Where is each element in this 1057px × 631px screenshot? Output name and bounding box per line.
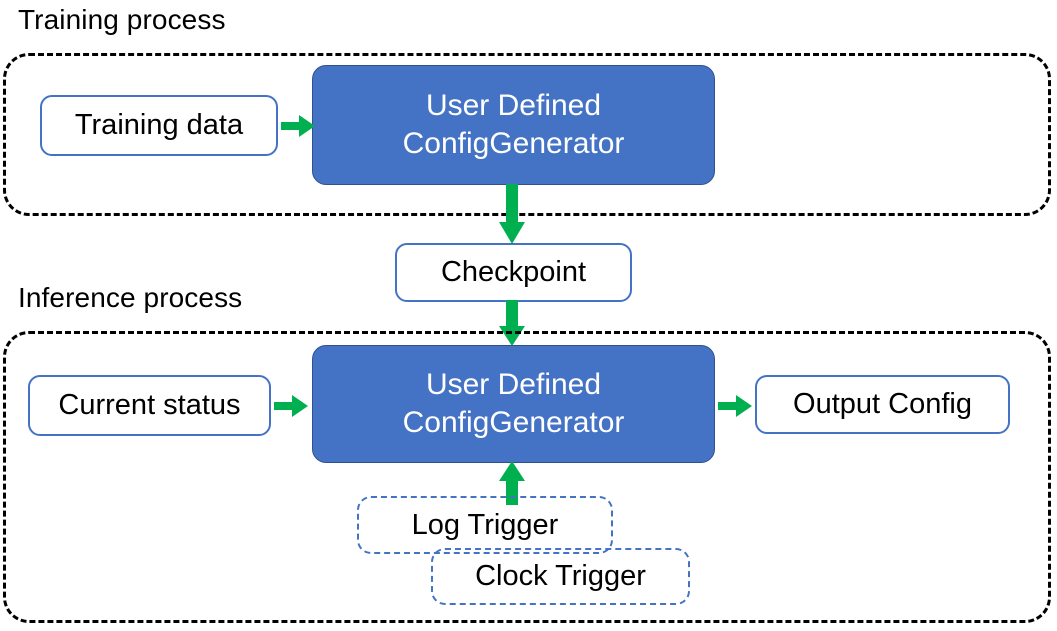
- node-log-trigger-label: Log Trigger: [409, 508, 561, 541]
- node-training-config-generator-label: User Defined ConfigGenerator: [402, 88, 625, 160]
- training-process-caption: Training process: [18, 4, 226, 35]
- inference-process-caption: Inference process: [18, 282, 243, 313]
- training-process-container: [3, 53, 1051, 216]
- node-checkpoint-label: Checkpoint: [440, 256, 587, 289]
- node-inference-config-generator-label: User Defined ConfigGenerator: [402, 367, 625, 439]
- arrow-training-data-to-generator: [281, 113, 317, 139]
- node-output-config-label: Output Config: [793, 388, 972, 421]
- node-training-data-label: Training data: [74, 109, 244, 142]
- node-inference-config-generator[interactable]: User Defined ConfigGenerator: [312, 345, 715, 463]
- node-training-config-generator[interactable]: User Defined ConfigGenerator: [312, 65, 715, 185]
- node-output-config[interactable]: Output Config: [755, 375, 1010, 434]
- inference-process-container: [3, 331, 1051, 623]
- arrow-generator-to-checkpoint: [498, 184, 526, 246]
- node-log-trigger[interactable]: Log Trigger: [357, 496, 613, 554]
- node-clock-trigger-label: Clock Trigger: [473, 560, 648, 593]
- arrow-generator-to-output-config: [718, 393, 754, 419]
- arrow-checkpoint-to-inference-generator: [498, 300, 526, 348]
- arrow-triggers-to-generator: [498, 461, 526, 505]
- node-checkpoint[interactable]: Checkpoint: [395, 243, 632, 302]
- node-current-status-label: Current status: [58, 389, 241, 422]
- node-current-status[interactable]: Current status: [28, 375, 271, 436]
- node-clock-trigger[interactable]: Clock Trigger: [431, 548, 690, 605]
- arrow-current-status-to-generator: [274, 393, 310, 419]
- node-training-data[interactable]: Training data: [40, 95, 278, 156]
